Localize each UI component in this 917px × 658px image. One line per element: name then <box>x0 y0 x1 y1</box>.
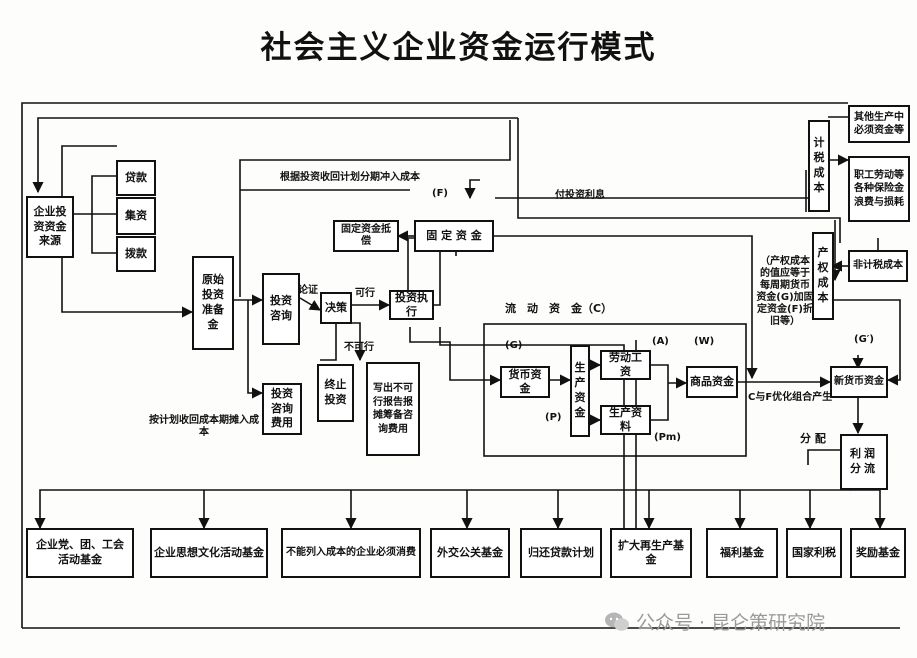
working-capital-label: 流 动 资 金（C） <box>505 302 613 315</box>
fund-to-prep <box>61 257 194 318</box>
non-cost-consumption-box: 不能列入成本的企业必须消费 <box>281 528 421 578</box>
offset-plan-label: 根据投资收回计划分期冲入成本 <box>280 172 420 183</box>
allocated-funds-box: 拨款 <box>116 236 156 272</box>
expansion-fund-box: 扩大再生产基金 <box>610 528 692 578</box>
production-capital-box: 生产资金 <box>570 345 590 437</box>
fixed-capital-box: 固 定 资 金 <box>414 220 494 252</box>
non-tax-cost-box: 非计税成本 <box>848 250 908 282</box>
commodity-box: 商品资金 <box>686 366 738 398</box>
top-return-line <box>32 117 518 194</box>
fixed-offset-box: 固定资金抵偿 <box>333 220 399 252</box>
tax-cost-box: 计税成本 <box>808 120 830 212</box>
profit-distribution-box: 利润分流 <box>840 434 888 490</box>
loan-box: 贷款 <box>116 160 156 196</box>
loan-repayment-box: 归还贷款计划 <box>520 528 602 578</box>
consulting-box: 投资咨询 <box>262 273 300 345</box>
wechat-icon <box>604 611 630 633</box>
infeasible-label: 不可行 <box>344 342 374 353</box>
initial-prep-box: 原始投资准备金 <box>192 256 234 350</box>
pm-marker: (Pm) <box>654 432 681 443</box>
infeasible-report-box: 写出不可行报告报摊筹备咨询费用 <box>366 362 420 456</box>
distribution-label: 分 配 <box>800 432 826 445</box>
fund-to-loan <box>61 145 117 197</box>
execute-box: 投资执行 <box>389 290 434 320</box>
watermark: 公众号 · 昆仑策研究院 <box>604 608 825 635</box>
w-marker: (W) <box>694 336 715 347</box>
property-cost-box: 产权成本 <box>812 232 834 320</box>
other-production-box: 其他生产中必须资金等 <box>848 105 910 143</box>
consult-to-decision <box>299 297 321 311</box>
outer-frame-line <box>21 102 848 628</box>
feasible-label: 可行 <box>355 288 375 299</box>
watermark-text: 公众号 · 昆仑策研究院 <box>636 612 826 634</box>
labor-wages-box: 劳动工资 <box>600 350 651 380</box>
raised-funds-box: 集资 <box>116 197 156 235</box>
optimization-label: C与F优化组合产生 <box>748 392 833 403</box>
decision-box: 决策 <box>320 292 352 324</box>
bonus-fund-box: 奖励基金 <box>850 528 906 578</box>
labor-insurance-box: 职工劳动等各种保险金浪费与损耗 <box>848 156 910 222</box>
f-marker: (F) <box>432 188 448 199</box>
public-relations-fund-box: 外交公关基金 <box>430 528 510 578</box>
g-prime-marker: (G′) <box>854 334 874 345</box>
a-marker: (A) <box>652 336 669 347</box>
party-union-fund-box: 企业党、团、工会活动基金 <box>26 528 134 578</box>
welfare-fund-box: 福利基金 <box>706 528 778 578</box>
interest-label: 付投资利息 <box>555 190 605 201</box>
g-marker: (G) <box>505 340 523 351</box>
ideology-culture-fund-box: 企业思想文化活动基金 <box>150 528 268 578</box>
working-capital-frame <box>483 323 747 457</box>
consult-fee-box: 投资咨询费用 <box>262 383 302 435</box>
new-monetary-box: 新货币资金 <box>830 366 888 398</box>
p-marker: (P) <box>545 412 562 423</box>
demonstration-label: 论证 <box>298 285 318 296</box>
diagram-title: 社会主义企业资金运行模式 <box>260 30 657 66</box>
state-tax-box: 国家利税 <box>786 528 842 578</box>
production-materials-box: 生产资料 <box>600 405 651 435</box>
terminate-box: 终止投资 <box>317 364 354 422</box>
funding-source-box: 企业投资资金来源 <box>26 196 74 258</box>
cost-equation-label: （产权成本的值应等于每周期货币资金(G)加固定资金(F)折旧等） <box>756 256 814 327</box>
monetary-box: 货币资金 <box>500 366 550 398</box>
cost-amortize-label: 按计划收回成本期摊入成本 <box>149 415 259 438</box>
